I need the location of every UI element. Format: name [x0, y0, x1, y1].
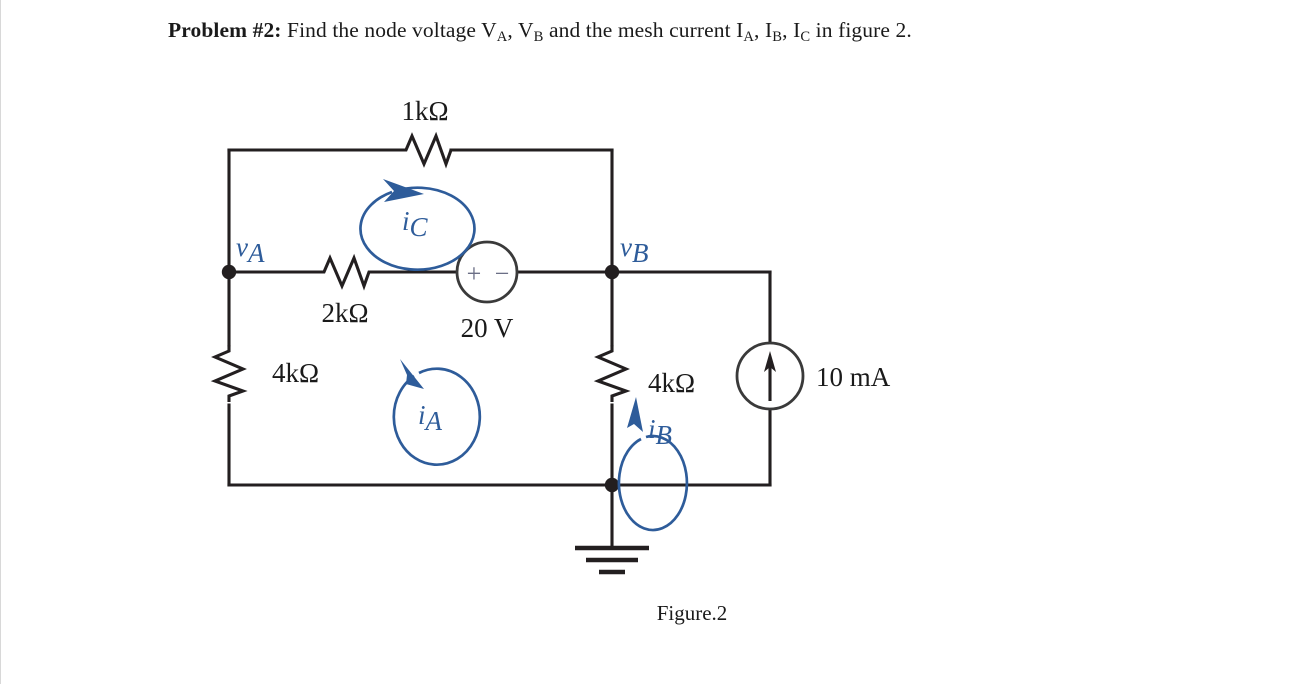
- mesh-loop-ib: iB: [617, 397, 689, 532]
- problem-sub-vb: B: [533, 29, 544, 46]
- problem-text-5: , I: [782, 18, 801, 42]
- mesh-loop-ib-subscript: B: [656, 420, 673, 450]
- mesh-loop-ia-symbol: i: [418, 400, 426, 430]
- node-dot-vb: [604, 264, 620, 280]
- mesh-loop-ic-label: iC: [402, 206, 429, 242]
- problem-number-label: Problem #2:: [168, 18, 282, 42]
- resistor-4k-left-symbol: [210, 345, 248, 402]
- mesh-loop-ic-arrow-icon: [383, 179, 424, 202]
- mesh-loop-ia: iA: [392, 359, 482, 467]
- figure-caption: Figure.2: [657, 601, 728, 625]
- problem-text-1: Find the node voltage V: [287, 18, 497, 42]
- mesh-loop-ic: iC: [359, 179, 476, 271]
- resistor-2k-symbol: [318, 253, 375, 291]
- resistor-2k-label: 2kΩ: [321, 298, 368, 328]
- problem-sub-ic: C: [800, 29, 811, 46]
- voltage-source-minus-sign: −: [495, 259, 510, 288]
- page-left-margin-rule: [0, 0, 1, 684]
- resistor-4k-right-symbol: [593, 345, 631, 402]
- mesh-loop-ic-subscript: C: [410, 212, 429, 242]
- current-source-arrow-icon: [764, 351, 776, 372]
- problem-text-4: , I: [754, 18, 773, 42]
- problem-text-2: , V: [507, 18, 534, 42]
- node-label-va-symbol: v: [236, 232, 248, 262]
- node-label-vb: vB: [620, 232, 648, 268]
- problem-sub-ia: A: [743, 29, 755, 46]
- resistor-1k-label: 1kΩ: [401, 96, 448, 126]
- node-dot-va: [221, 264, 237, 280]
- voltage-source-plus-sign: +: [467, 259, 482, 288]
- resistor-1k-symbol: [400, 131, 457, 169]
- ground-icon: [575, 545, 649, 575]
- resistor-4k-right-label: 4kΩ: [648, 368, 695, 398]
- voltage-source-label: 20 V: [461, 313, 514, 343]
- node-label-vb-subscript: B: [632, 238, 649, 268]
- voltage-source-20v: + −: [455, 240, 519, 304]
- problem-sub-ib: B: [772, 29, 783, 46]
- resistor-4k-left-label: 4kΩ: [272, 358, 319, 388]
- mesh-loop-ib-symbol: i: [648, 414, 656, 444]
- mesh-loop-ib-label: iB: [648, 414, 672, 450]
- mesh-loop-ia-label: iA: [418, 400, 443, 436]
- mesh-loop-ic-symbol: i: [402, 206, 410, 236]
- problem-text-3: and the mesh current I: [543, 18, 744, 42]
- mesh-loop-ib-arrow-icon: [627, 397, 643, 432]
- current-source-label: 10 mA: [816, 362, 891, 392]
- node-label-va-subscript: A: [246, 238, 265, 268]
- current-source-10ma: [735, 341, 805, 411]
- mesh-loop-ia-subscript: A: [424, 406, 443, 436]
- node-dot-ground: [604, 477, 620, 493]
- circuit-schematic-svg: 1kΩ 2kΩ 4kΩ 4kΩ + − 20 V 10 m: [210, 96, 891, 625]
- problem-statement: Problem #2: Find the node voltage VA, VB…: [168, 15, 912, 48]
- node-label-vb-symbol: v: [620, 232, 632, 262]
- problem-text-6: in figure 2.: [810, 18, 912, 42]
- mesh-loop-ia-arrow-icon: [400, 359, 424, 389]
- circuit-figure: 1kΩ 2kΩ 4kΩ 4kΩ + − 20 V 10 m: [0, 60, 1299, 684]
- problem-sub-va: A: [496, 29, 508, 46]
- node-label-va: vA: [236, 232, 265, 268]
